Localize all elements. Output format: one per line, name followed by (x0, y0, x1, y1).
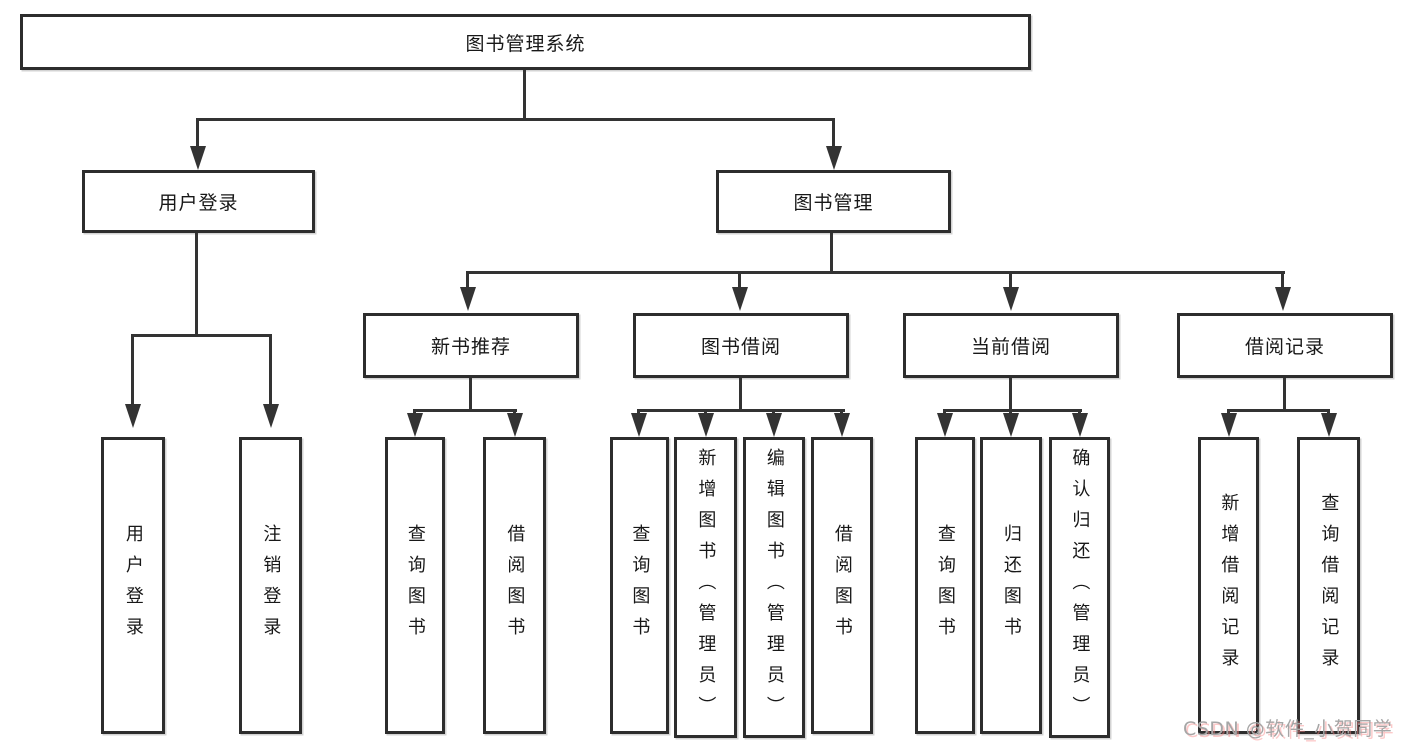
leaf-label: 确认归还（管理员） (1069, 448, 1091, 727)
leaf-label: 编辑图书（管理员） (763, 448, 785, 727)
connector-records-stem (1283, 378, 1286, 411)
arrow-down-icon (698, 413, 714, 437)
arrow-down-icon (1275, 287, 1291, 311)
arrow-down-icon (1072, 413, 1088, 437)
connector-root-right-drop (832, 118, 835, 148)
leaf-bb-edit-books-admin: 编辑图书（管理员） (743, 437, 805, 738)
node-book-management: 图书管理 (716, 170, 951, 233)
connector-root-bar (196, 118, 835, 121)
arrow-down-icon (732, 287, 748, 311)
arrow-down-icon (507, 413, 523, 437)
connector-userlogin-drop-1 (131, 334, 134, 406)
node-label: 图书借阅 (700, 336, 781, 358)
connector-newbook-stem (469, 378, 472, 411)
arrow-down-icon (190, 146, 206, 170)
connector-current-stem (1009, 378, 1012, 411)
connector-newbook-bar (413, 409, 517, 412)
node-label: 新书推荐 (430, 336, 511, 358)
leaf-label: 新增借阅记录 (1218, 492, 1240, 679)
leaf-br-add-record: 新增借阅记录 (1198, 437, 1259, 734)
arrow-down-icon (826, 146, 842, 170)
connector-bookmgmt-drop-4 (1281, 271, 1284, 289)
leaf-cb-confirm-return-admin: 确认归还（管理员） (1049, 437, 1110, 738)
connector-root-stem (523, 70, 526, 120)
node-library-management-system: 图书管理系统 (20, 14, 1031, 70)
arrow-down-icon (834, 413, 850, 437)
node-borrowing-records: 借阅记录 (1177, 313, 1393, 378)
connector-userlogin-drop-2 (269, 334, 272, 406)
arrow-down-icon (125, 404, 141, 428)
arrow-down-icon (766, 413, 782, 437)
leaf-bb-add-books-admin: 新增图书（管理员） (674, 437, 737, 738)
node-label: 借阅记录 (1244, 336, 1325, 358)
leaf-cb-query-books: 查询图书 (915, 437, 975, 734)
node-label: 图书管理系统 (465, 32, 586, 55)
arrow-down-icon (937, 413, 953, 437)
arrow-down-icon (1321, 413, 1337, 437)
connector-userlogin-bar (131, 334, 272, 337)
leaf-label: 查询图书 (629, 523, 651, 648)
leaf-cb-return-books: 归还图书 (980, 437, 1042, 734)
node-current-borrowing: 当前借阅 (903, 313, 1119, 378)
connector-borrowing-bar (637, 409, 845, 412)
connector-bookmgmt-bar (466, 271, 1285, 274)
leaf-label: 查询借阅记录 (1318, 492, 1340, 679)
arrow-down-icon (460, 287, 476, 311)
arrow-down-icon (263, 404, 279, 428)
node-label: 用户登录 (158, 192, 239, 214)
leaf-label: 新增图书（管理员） (695, 448, 717, 727)
leaf-label: 查询图书 (934, 523, 956, 648)
leaf-label: 查询图书 (404, 523, 426, 648)
leaf-br-query-record: 查询借阅记录 (1297, 437, 1360, 734)
leaf-bb-query-books: 查询图书 (610, 437, 669, 734)
node-new-book-recommend: 新书推荐 (363, 313, 579, 378)
arrow-down-icon (1003, 287, 1019, 311)
leaf-label: 归还图书 (1000, 523, 1022, 648)
connector-current-bar (943, 409, 1082, 412)
connector-bookmgmt-drop-3 (1009, 271, 1012, 289)
arrow-down-icon (407, 413, 423, 437)
leaf-label: 借阅图书 (831, 523, 853, 648)
leaf-user-login: 用户登录 (101, 437, 165, 734)
leaf-logout: 注销登录 (239, 437, 302, 734)
connector-root-left-drop (196, 118, 199, 148)
connector-bookmgmt-drop-2 (738, 271, 741, 289)
connector-borrowing-stem (739, 378, 742, 411)
node-user-login: 用户登录 (82, 170, 315, 233)
node-book-borrowing: 图书借阅 (633, 313, 849, 378)
arrow-down-icon (1221, 413, 1237, 437)
arrow-down-icon (1003, 413, 1019, 437)
connector-records-bar (1227, 409, 1330, 412)
arrow-down-icon (631, 413, 647, 437)
node-label: 当前借阅 (970, 336, 1051, 358)
leaf-nb-query-books: 查询图书 (385, 437, 445, 734)
connector-userlogin-stem (195, 233, 198, 337)
node-label: 图书管理 (793, 192, 874, 214)
leaf-nb-borrow-books: 借阅图书 (483, 437, 546, 734)
leaf-label: 用户登录 (122, 523, 144, 648)
leaf-bb-borrow-books: 借阅图书 (811, 437, 873, 734)
connector-bookmgmt-drop-1 (466, 271, 469, 289)
connector-bookmgmt-stem (830, 233, 833, 274)
csdn-watermark: CSDN @软件_小贺同学 (1183, 718, 1393, 740)
leaf-label: 注销登录 (260, 523, 282, 648)
leaf-label: 借阅图书 (504, 523, 526, 648)
